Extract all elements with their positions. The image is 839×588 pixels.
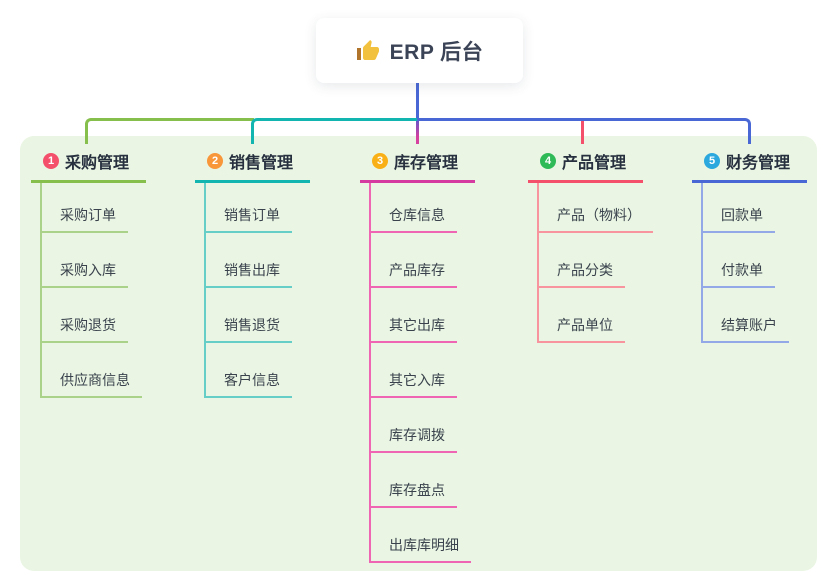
branch-purchase-title[interactable]: 1 采购管理 [31, 149, 146, 183]
tree-node-item[interactable]: 采购退货 [42, 288, 128, 343]
tree-node-item[interactable]: 采购订单 [42, 183, 128, 233]
tree-node-item[interactable]: 付款单 [703, 233, 775, 288]
tree-node-item[interactable]: 库存调拨 [371, 398, 457, 453]
tree-node-item[interactable]: 采购入库 [42, 233, 128, 288]
tree-node-item[interactable]: 产品单位 [539, 288, 625, 343]
branch-sales-label: 销售管理 [229, 155, 294, 172]
thumbs-up-icon [356, 39, 380, 63]
tree-node-item[interactable]: 供应商信息 [42, 343, 142, 398]
tree-node-item[interactable]: 其它入库 [371, 343, 457, 398]
priority-5-badge: 5 [704, 153, 720, 169]
priority-4-badge: 4 [540, 153, 556, 169]
branch-purchase-children: 采购订单 采购入库 采购退货 供应商信息 [40, 183, 142, 398]
tree-node-item[interactable]: 销售出库 [206, 233, 292, 288]
branch-inventory-title[interactable]: 3 库存管理 [360, 149, 475, 183]
connector-branch-2 [251, 118, 417, 144]
priority-1-badge: 1 [43, 153, 59, 169]
tree-node-item[interactable]: 产品分类 [539, 233, 625, 288]
tree-node-item[interactable]: 产品库存 [371, 233, 457, 288]
root-node[interactable]: ERP 后台 [316, 18, 523, 83]
branch-sales-title[interactable]: 2 销售管理 [195, 149, 310, 183]
root-node-label: ERP 后台 [389, 40, 484, 64]
branch-finance-children: 回款单 付款单 结算账户 [701, 183, 789, 343]
branch-purchase-label: 采购管理 [65, 155, 130, 172]
tree-node-item[interactable]: 回款单 [703, 183, 775, 233]
branch-product-label: 产品管理 [562, 155, 627, 172]
tree-node-item[interactable]: 库存盘点 [371, 453, 457, 508]
connector-branch-3 [416, 121, 419, 144]
branch-sales-children: 销售订单 销售出库 销售退货 客户信息 [204, 183, 292, 398]
connector-branch-4 [581, 121, 584, 144]
tree-node-item[interactable]: 产品（物料） [539, 183, 653, 233]
branch-inventory-label: 库存管理 [394, 155, 459, 172]
branch-inventory-children: 仓库信息 产品库存 其它出库 其它入库 库存调拨 库存盘点 出库库明细 [369, 183, 471, 563]
priority-2-badge: 2 [207, 153, 223, 169]
branch-purchase: 1 采购管理 采购订单 采购入库 采购退货 供应商信息 [31, 149, 146, 398]
branch-inventory: 3 库存管理 仓库信息 产品库存 其它出库 其它入库 库存调拨 库存盘点 出库库… [360, 149, 475, 563]
branch-sales: 2 销售管理 销售订单 销售出库 销售退货 客户信息 [195, 149, 310, 398]
branch-finance: 5 财务管理 回款单 付款单 结算账户 [692, 149, 807, 343]
tree-node-item[interactable]: 出库库明细 [371, 508, 471, 563]
tree-node-item[interactable]: 结算账户 [703, 288, 789, 343]
tree-node-item[interactable]: 销售订单 [206, 183, 292, 233]
branches-background-panel [20, 136, 817, 571]
tree-node-item[interactable]: 客户信息 [206, 343, 292, 398]
branch-product-children: 产品（物料） 产品分类 产品单位 [537, 183, 653, 343]
tree-node-item[interactable]: 仓库信息 [371, 183, 457, 233]
root-stem-connector [416, 83, 419, 122]
connector-branch-1 [85, 118, 254, 144]
branch-finance-title[interactable]: 5 财务管理 [692, 149, 807, 183]
priority-3-badge: 3 [372, 153, 388, 169]
tree-node-item[interactable]: 销售退货 [206, 288, 292, 343]
branch-finance-label: 财务管理 [726, 155, 791, 172]
branch-product: 4 产品管理 产品（物料） 产品分类 产品单位 [528, 149, 653, 343]
tree-node-item[interactable]: 其它出库 [371, 288, 457, 343]
branch-product-title[interactable]: 4 产品管理 [528, 149, 643, 183]
connector-branch-5 [417, 118, 751, 144]
